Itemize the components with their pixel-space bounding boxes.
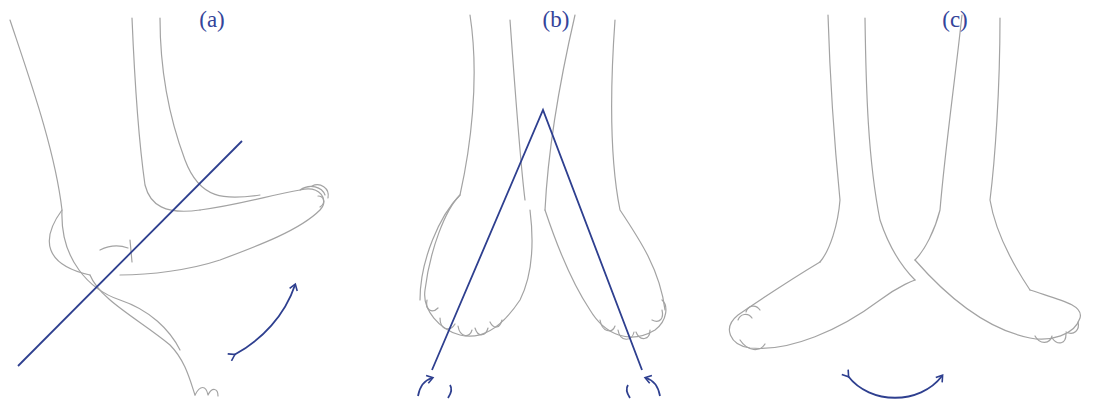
panel-label: (a) (199, 8, 225, 31)
panel-label: (b) (543, 8, 570, 31)
panel-label: (c) (942, 8, 968, 31)
axis-and-motion-arrows (18, 110, 942, 398)
feet-drawing (10, 15, 1080, 396)
